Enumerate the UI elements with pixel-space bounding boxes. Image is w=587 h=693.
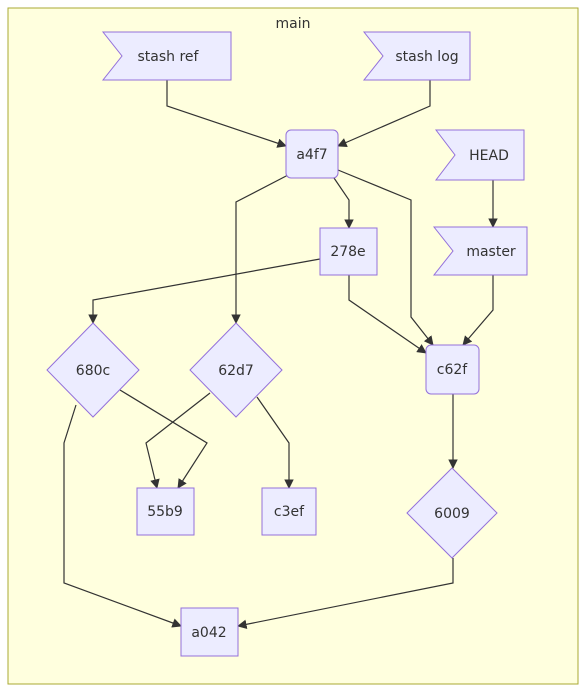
commit-box [285,129,339,179]
ref-label: master [466,244,516,260]
ref-label: stash ref [138,49,200,65]
edge-680c-to-a042 [63,404,182,628]
edges [63,80,498,630]
commit-node-6009[interactable]: 6009 [406,467,498,559]
commit-label: 55b9 [147,504,183,520]
edge-stash-log-to-a4f7 [337,80,431,147]
ref-flag-shape [101,31,232,81]
commit-label: c3ef [274,504,305,520]
commit-node-62d7[interactable]: 62d7 [189,322,283,418]
ref-flag-shape [432,226,528,276]
edge-62d7-to-55b9 [145,392,211,489]
edge-a4f7-to-278e [333,177,354,229]
commit-box [319,227,378,276]
edge-62d7-to-c3ef [256,396,294,489]
commit-node-a4f7[interactable]: a4f7 [285,129,339,179]
edge-278e-to-680c [88,258,321,324]
commit-diamond [189,322,283,418]
edge-master-to-c62f [462,275,494,346]
commit-node-c3ef[interactable]: c3ef [261,487,317,536]
ref-label: stash log [395,49,458,65]
ref-node-master[interactable]: master [432,226,528,276]
commit-node-c62f[interactable]: c62f [425,344,480,395]
nodes: stash ref stash log a4f7 HEAD 278e maste… [46,31,528,657]
commit-label: 680c [76,363,110,379]
commit-label: 62d7 [218,363,254,379]
commit-label: 6009 [434,506,470,522]
ref-flag-shape [434,129,525,181]
commit-label: c62f [437,362,469,378]
ref-node-stash-log[interactable]: stash log [362,31,471,81]
ref-node-head[interactable]: HEAD [434,129,525,181]
ref-label: HEAD [469,148,509,164]
commit-box [261,487,317,536]
edge-6009-to-a042 [237,558,454,630]
ref-node-stash-ref[interactable]: stash ref [101,31,232,81]
commit-box [136,487,195,536]
edge-680c-to-55b9 [119,389,208,489]
commit-label: a042 [191,625,226,641]
ref-flag-shape [362,31,471,81]
edge-stash-ref-to-a4f7 [166,80,287,148]
commit-diamond [46,322,140,418]
edge-a4f7-to-c62f [337,169,434,346]
commit-diamond [406,467,498,559]
commit-node-680c[interactable]: 680c [46,322,140,418]
commit-node-a042[interactable]: a042 [180,607,239,657]
commit-node-278e[interactable]: 278e [319,227,378,276]
commit-label: 278e [330,244,365,260]
edge-a4f7-to-62d7 [231,173,291,324]
commit-box [425,344,480,395]
commit-label: a4f7 [296,147,327,163]
edge-278e-to-c62f [348,275,427,354]
cluster-label: main [276,16,311,32]
commit-box [180,607,239,657]
commit-node-55b9[interactable]: 55b9 [136,487,195,536]
